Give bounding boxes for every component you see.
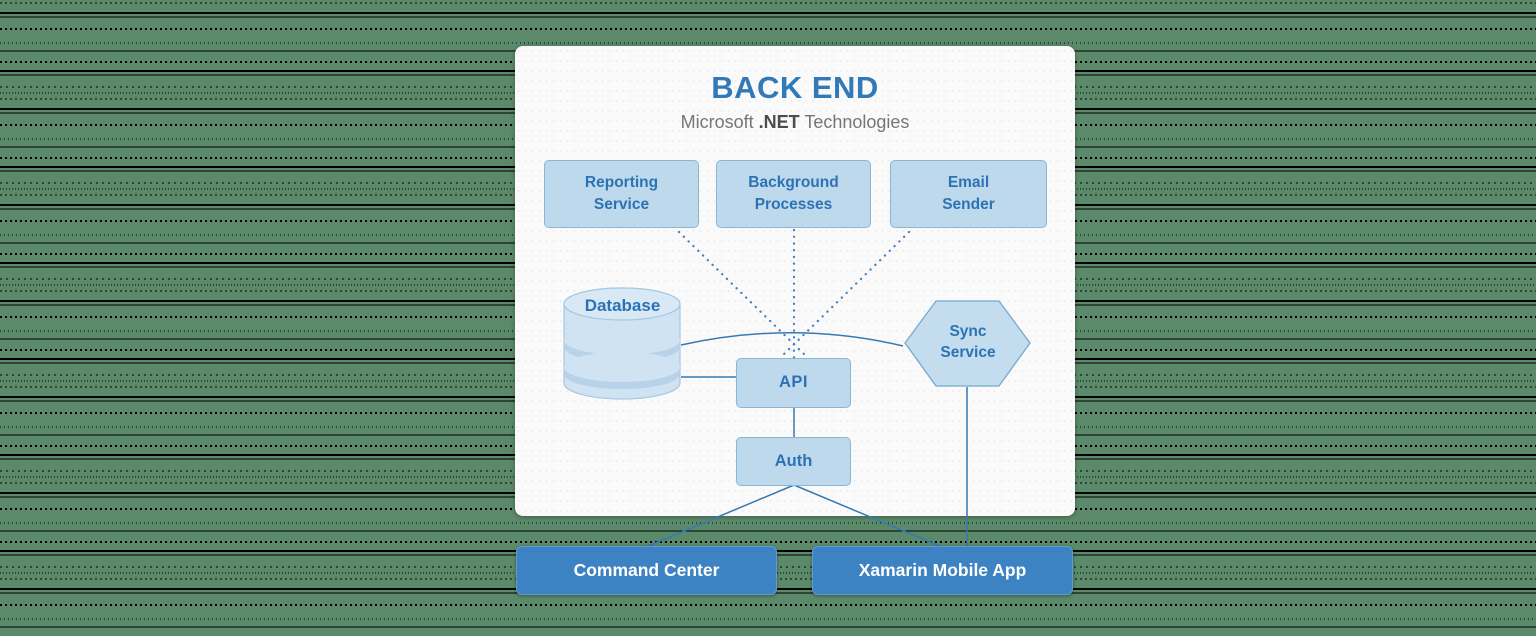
- diagram-title: BACK END: [711, 70, 879, 105]
- node-auth: Auth: [736, 437, 851, 486]
- node-database-label: Database: [584, 296, 661, 315]
- node-label: API: [778, 373, 808, 392]
- node-label: Email Sender: [942, 174, 995, 213]
- node-label: Xamarin Mobile App: [858, 560, 1027, 580]
- node-label: Background Processes: [748, 174, 839, 213]
- node-api: API: [736, 358, 851, 408]
- database-cylinder-shape: [563, 287, 681, 400]
- node-background-processes: Background Processes: [716, 160, 871, 228]
- node-sync-service-label: Sync Service: [940, 323, 996, 361]
- node-label: Command Center: [573, 560, 720, 580]
- edge-email-api: [778, 230, 911, 360]
- node-reporting-service: Reporting Service: [544, 160, 699, 228]
- edge-auth-xamarin: [793, 484, 943, 548]
- node-label: Auth: [774, 451, 813, 470]
- node-email-sender: Email Sender: [890, 160, 1047, 228]
- node-command-center: Command Center: [516, 546, 777, 595]
- edge-reporting-api: [677, 230, 810, 360]
- sync-service-hexagon-shape: [904, 300, 1031, 387]
- dotnet-text: .NET: [758, 112, 800, 132]
- backend-card: [515, 46, 1075, 516]
- edge-auth-command-center: [645, 484, 795, 548]
- diagram-subtitle: Microsoft .NET Technologies: [680, 112, 910, 132]
- node-xamarin-mobile-app: Xamarin Mobile App: [812, 546, 1073, 595]
- edge-database-sync: [680, 332, 904, 347]
- node-label: Reporting Service: [584, 174, 659, 213]
